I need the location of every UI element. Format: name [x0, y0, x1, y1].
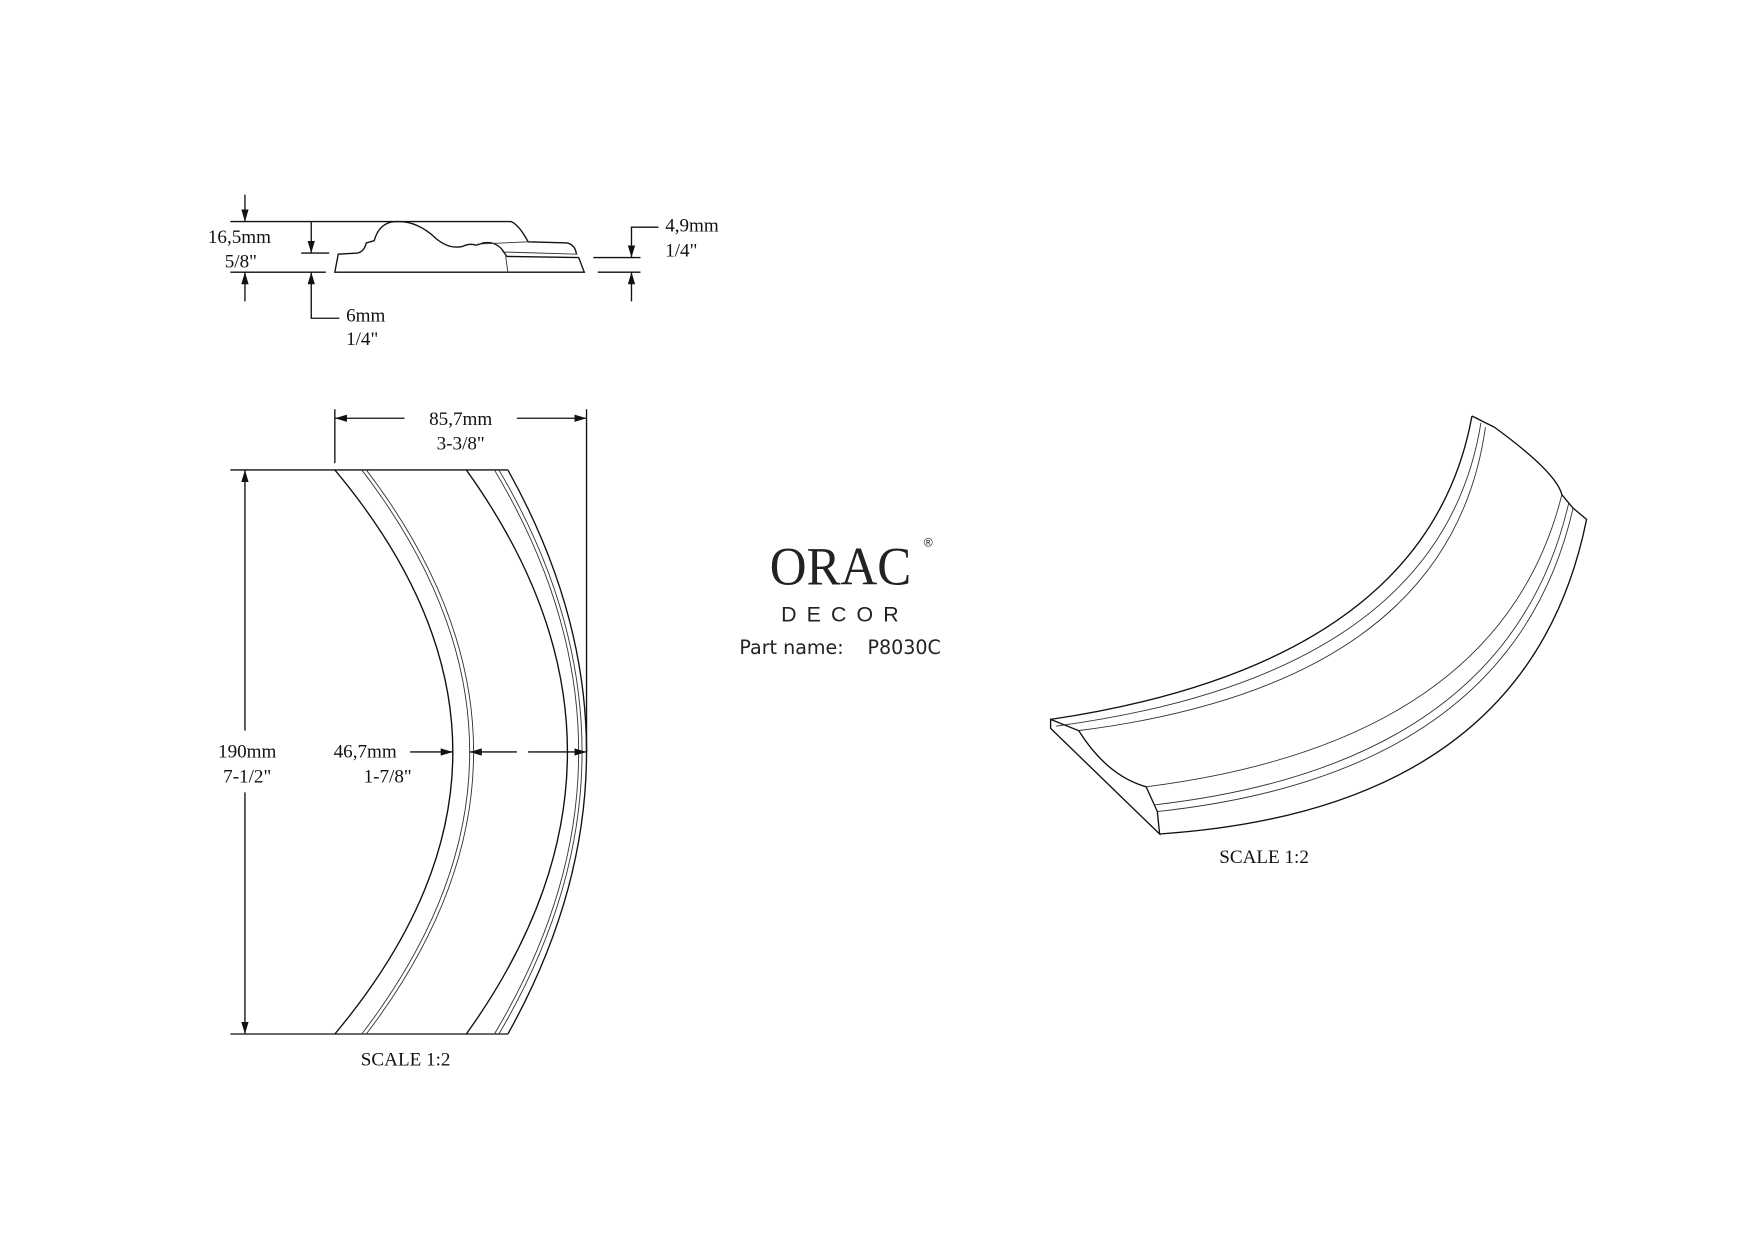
- brand-logo: ORAC ® DECOR Part name: P8030C: [739, 535, 941, 659]
- part-name-value: P8030C: [867, 636, 940, 659]
- logo-registered: ®: [924, 535, 933, 549]
- part-name-label: Part name:: [739, 636, 843, 659]
- profile-height-mm: 16,5mm: [208, 227, 271, 248]
- front-length-in: 7-1/2": [223, 766, 271, 787]
- profile-view: 16,5mm 5/8" 6mm 1/4" 4,9mm 1/4": [208, 194, 719, 350]
- profile-lip-mm: 4,9mm: [665, 216, 719, 237]
- front-scale-label: SCALE 1:2: [361, 1049, 451, 1070]
- front-length-mm: 190mm: [218, 742, 276, 763]
- iso-scale-label: SCALE 1:2: [1219, 847, 1309, 868]
- profile-height-in: 5/8": [225, 252, 257, 273]
- profile-lip-in: 1/4": [665, 240, 697, 261]
- front-band-mm: 46,7mm: [334, 742, 397, 763]
- profile-base-mm: 6mm: [346, 306, 385, 327]
- front-view: 85,7mm 3-3/8" 190mm 7-1/2" 46,7mm 1-7/8"…: [218, 409, 588, 1070]
- front-width-mm: 85,7mm: [429, 409, 492, 430]
- logo-brand: ORAC: [770, 537, 912, 597]
- profile-outline: [334, 220, 586, 273]
- front-band-in: 1-7/8": [364, 766, 412, 787]
- iso-view: SCALE 1:2: [1049, 415, 1588, 868]
- front-width-in: 3-3/8": [437, 434, 485, 455]
- logo-sub: DECOR: [781, 603, 909, 627]
- profile-base-in: 1/4": [346, 329, 378, 350]
